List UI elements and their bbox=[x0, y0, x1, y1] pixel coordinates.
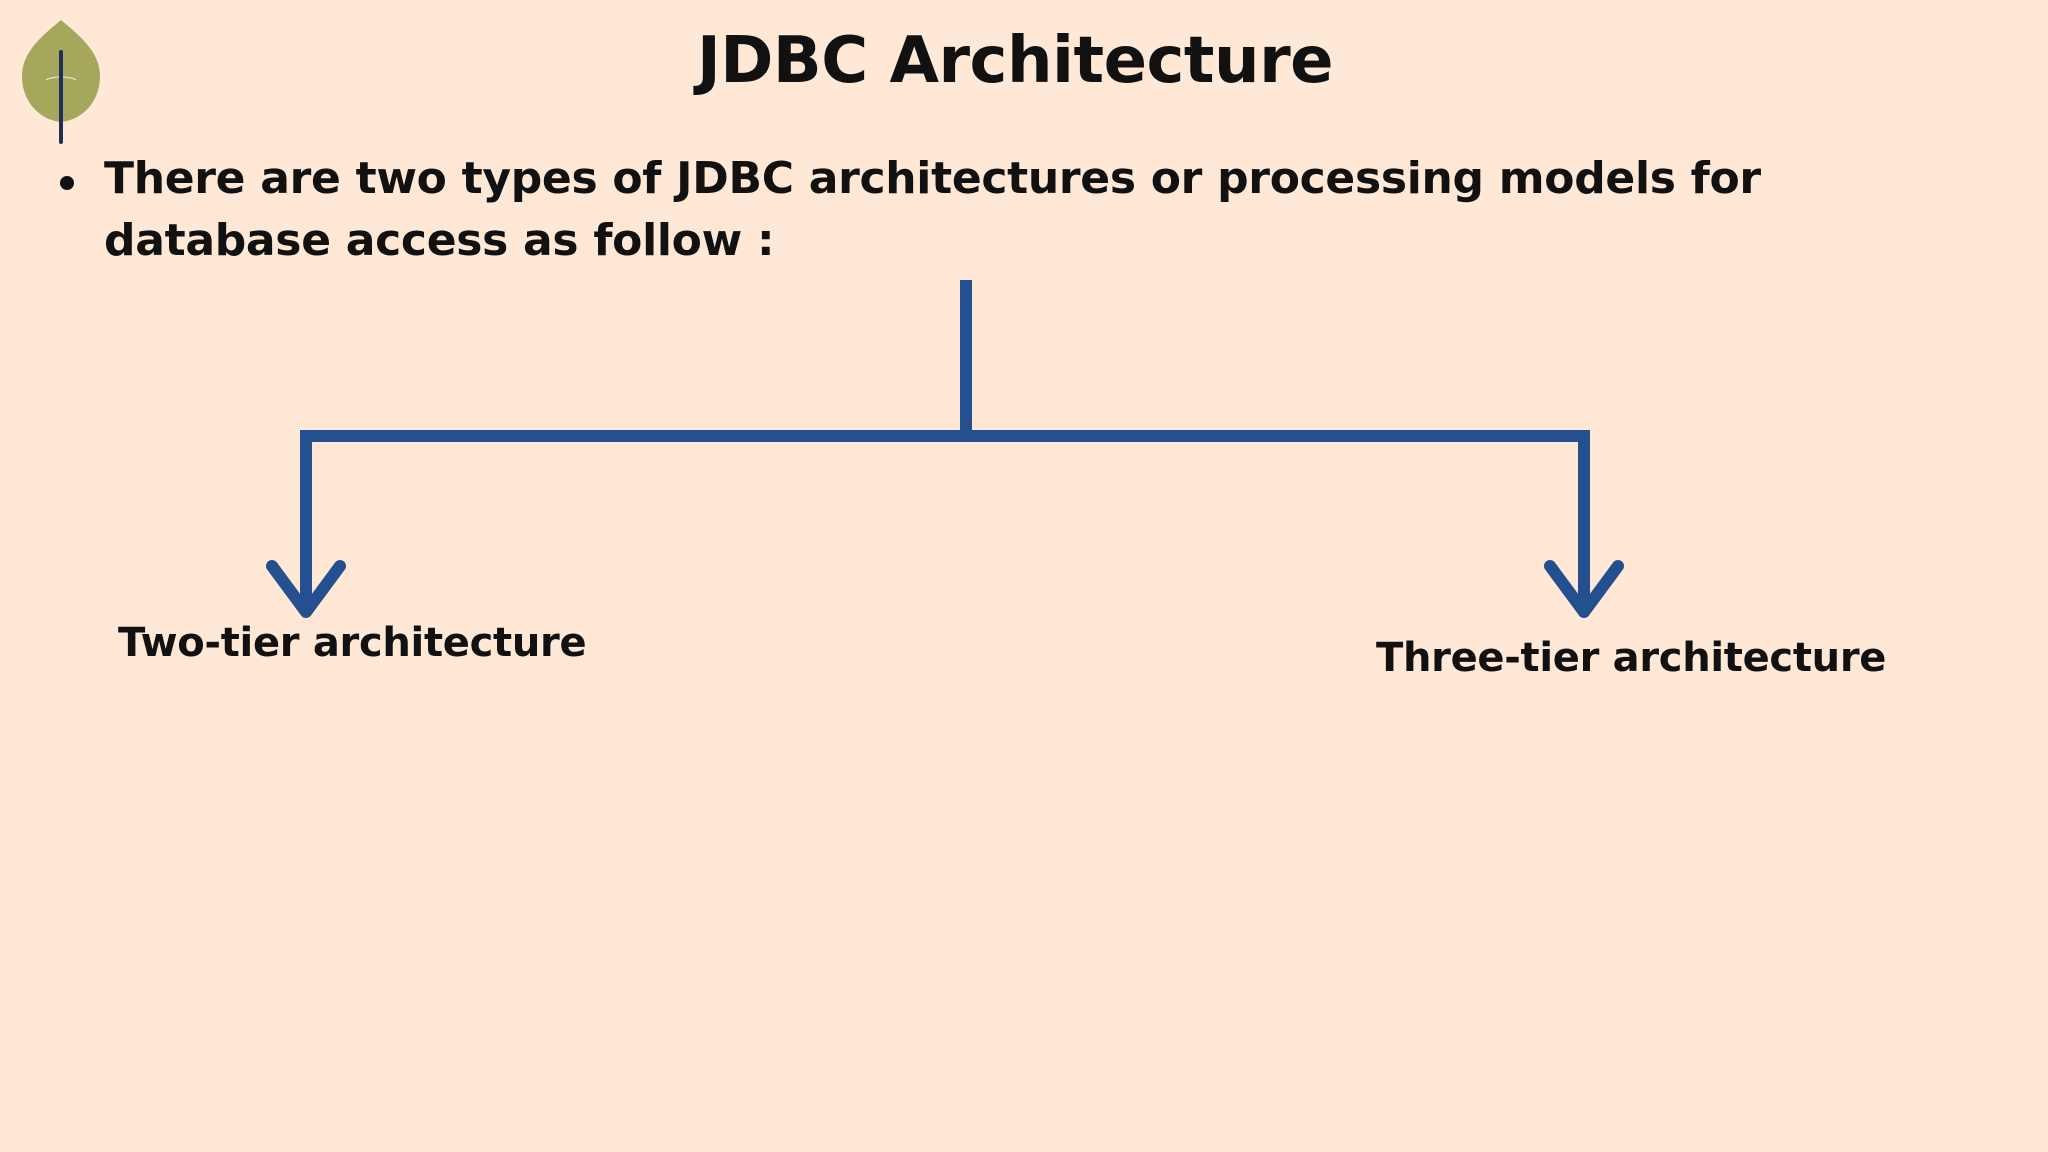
left-arrowhead bbox=[266, 560, 346, 618]
right-arrowhead bbox=[1544, 560, 1624, 618]
connector-lines bbox=[266, 280, 1624, 618]
three-tier-label: Three-tier architecture bbox=[1376, 635, 1887, 681]
bullet-dot bbox=[60, 176, 74, 190]
slide-title: JDBC Architecture bbox=[696, 24, 1334, 98]
bullet-point: There are two types of JDBC architecture… bbox=[60, 148, 1920, 272]
leaf-logo-icon bbox=[22, 20, 100, 144]
two-tier-label: Two-tier architecture bbox=[118, 620, 587, 666]
bullet-text: There are two types of JDBC architecture… bbox=[104, 153, 1761, 266]
